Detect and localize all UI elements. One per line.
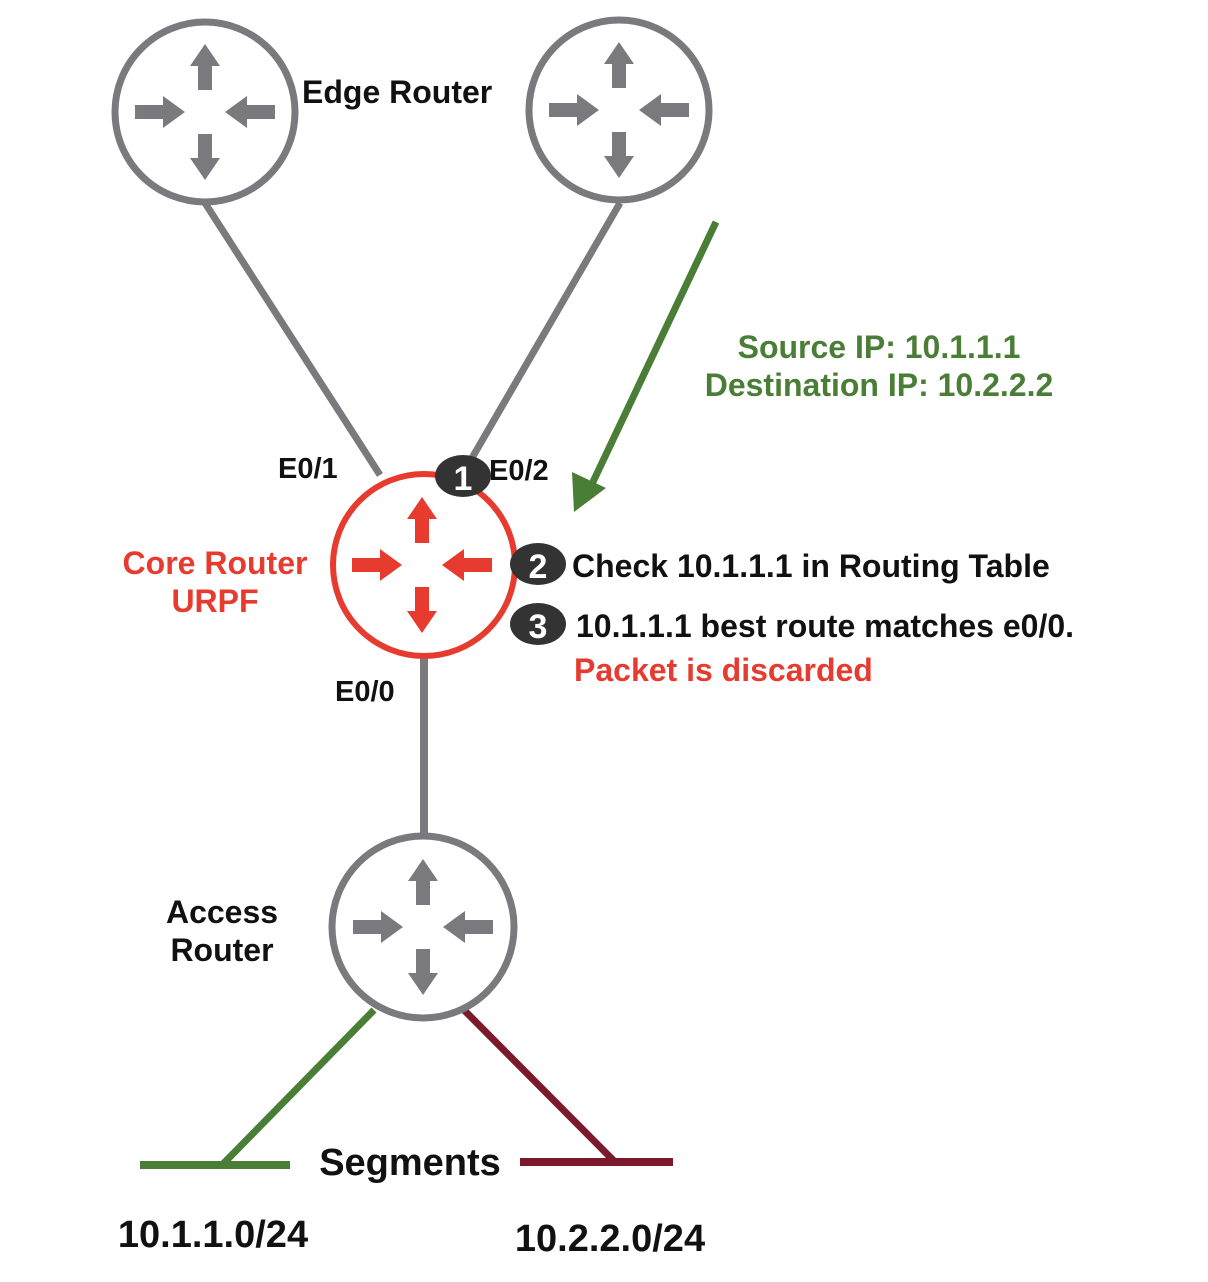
edge-router-label: Edge Router — [302, 74, 492, 110]
step-2-number: 2 — [529, 548, 548, 586]
packet-source-ip: Source IP: 10.1.1.1 — [738, 329, 1021, 365]
packet-discarded-text: Packet is discarded — [574, 652, 873, 688]
packet-destination-ip: Destination IP: 10.2.2.2 — [705, 367, 1054, 403]
packet-flow-arrowhead-icon — [572, 472, 606, 512]
access-router — [328, 832, 518, 1022]
edge-router-right — [525, 16, 713, 204]
interface-e00-label: E0/0 — [335, 676, 395, 708]
step-1-badge — [435, 455, 491, 497]
core-router — [330, 471, 518, 659]
step-3-badge — [510, 603, 566, 645]
step-2-text: Check 10.1.1.1 in Routing Table — [572, 548, 1050, 584]
core-router-sublabel: URPF — [171, 583, 258, 619]
step-3-text: 10.1.1.1 best route matches e0/0. — [576, 608, 1074, 644]
link-access-segment-left — [219, 1007, 377, 1168]
link-edge2-core — [468, 201, 624, 460]
interface-e01-label: E0/1 — [278, 453, 338, 485]
step-3-number: 3 — [529, 608, 548, 646]
step-2-badge — [510, 543, 566, 585]
segments-title: Segments — [319, 1142, 501, 1184]
edge-router-left — [111, 18, 299, 206]
right-subnet-label: 10.2.2.0/24 — [515, 1218, 705, 1260]
access-router-sublabel: Router — [170, 932, 273, 968]
interface-e02-label: E0/2 — [489, 455, 549, 487]
link-edge1-core — [202, 201, 383, 477]
link-access-segment-right — [461, 1007, 618, 1165]
packet-flow-line — [588, 220, 720, 486]
step-1-number: 1 — [454, 460, 473, 498]
left-subnet-label: 10.1.1.0/24 — [118, 1214, 308, 1256]
access-router-label: Access — [166, 894, 278, 930]
core-router-label: Core Router — [123, 545, 308, 581]
